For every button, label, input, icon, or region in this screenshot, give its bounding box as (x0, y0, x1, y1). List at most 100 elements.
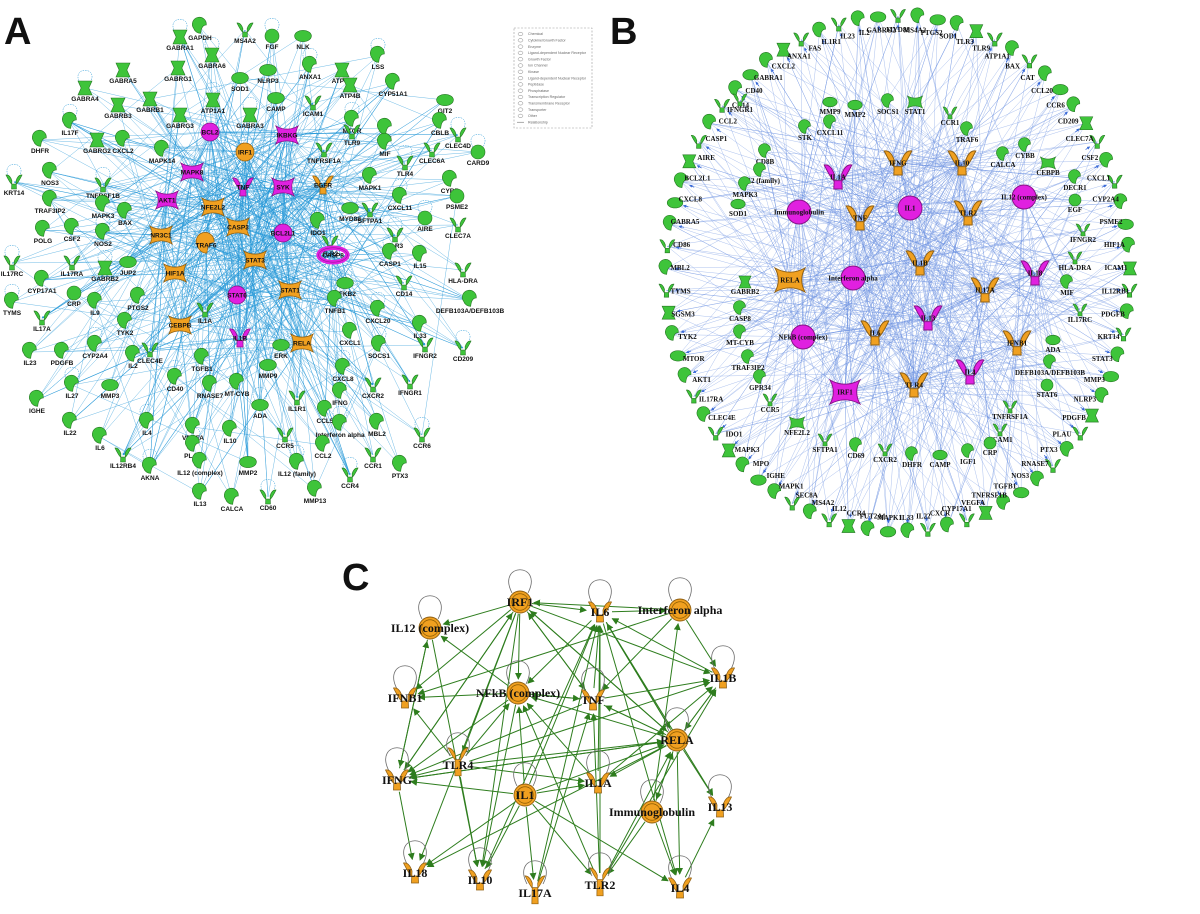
a-node-il1a: IL1A (196, 302, 214, 325)
a-node-label: HLA-DRA (448, 278, 478, 285)
c-edge (590, 713, 601, 874)
b-node-ifnb1: IFNB1 (1002, 330, 1032, 356)
b-node-label: SGSM3 (671, 311, 695, 319)
b-node-tlr3: TLR3 (956, 24, 984, 46)
panel-a-arrow-edge (254, 251, 391, 261)
legend-item: Transcription Regulator (517, 94, 566, 99)
a-node-label: GABRB3 (104, 113, 132, 120)
b-node-label: CASP1 (705, 135, 727, 143)
legend-swatch (517, 32, 524, 37)
b-node-ccr4: CCR4 (841, 509, 866, 533)
b-node-stat3: STAT3 (1092, 346, 1125, 363)
a-node-label: CASP3 (227, 225, 249, 232)
c-edge (537, 712, 591, 882)
c-edge (604, 677, 711, 699)
panel-b-arrow-edge (678, 225, 685, 229)
b-node-bax: BAX (1005, 54, 1038, 70)
b-node-label: IL1A (830, 174, 846, 182)
b-node-tgfb1: TGFB1 (994, 483, 1030, 499)
panel-a-arrow-edge (124, 134, 288, 323)
panel-a-self-loop (172, 19, 188, 33)
b-node-egf: EGF (1068, 193, 1082, 214)
c-edge (537, 624, 599, 882)
b-node-cd69: CD69 (847, 437, 865, 460)
panel-b-arrow-edge (1107, 204, 1113, 208)
b-node-cxcl1: CXCL1 (1087, 174, 1123, 189)
c-edge (469, 738, 664, 765)
a-node-nlrp3: NLRP3 (257, 64, 279, 85)
a-node-erk: ERK (272, 339, 290, 360)
b-node-akt1: AKT1 (677, 367, 711, 384)
b-node-label: NFE2L2 (784, 429, 810, 437)
a-node-label: IL10 (223, 438, 236, 445)
b-node-label: MT-CYB (726, 339, 754, 347)
a-node-label: CXCL1 (339, 340, 361, 347)
panel-a-self-loop (197, 292, 213, 306)
a-node-fgf: FGF (264, 28, 280, 51)
b-node-label: IL13 (921, 315, 936, 323)
panel-a-arrow-edge (174, 272, 421, 326)
c-node-immunoglobulin: Immunoglobulin (609, 800, 695, 824)
a-node-label: SOD1 (231, 86, 249, 93)
b-node-label: CAMP (930, 461, 952, 469)
a-node-label: ATP1A1 (201, 108, 226, 115)
c-self-loop (581, 667, 605, 692)
b-node-ccl2: CCL2 (702, 113, 737, 130)
panel-b-arrow-edge (696, 165, 702, 169)
panel-a-arrow-edge (199, 342, 303, 494)
b-node-label: SOD1 (939, 33, 957, 41)
b-node-label: HIF1A (1104, 241, 1125, 249)
a-node-label: CCL5 (317, 418, 334, 425)
a-node-label: MAPK1 (359, 185, 382, 192)
panel-a-arrow-edge (160, 186, 244, 236)
a-node-label: JUP2 (120, 270, 137, 277)
a-node-mapk1: MAPK1 (359, 166, 382, 192)
panel-a-arrow-edge (149, 244, 207, 351)
b-node-tlr4: TLR4 (899, 372, 929, 398)
panel-a-arrow-edge (244, 65, 311, 153)
panel-a-arrow-edge (236, 294, 336, 302)
panel-b-arrow-edge (1075, 128, 1080, 133)
legend-item: Other (517, 113, 538, 118)
panel-b-arrow-edge (1005, 57, 1009, 63)
c-self-loop (403, 840, 427, 865)
panel-a-arrow-edge (322, 184, 426, 346)
a-node-label: IL23 (23, 360, 36, 367)
b-node-ada: ADA (1045, 334, 1061, 354)
a-node-gabrg3: GABRG3 (166, 107, 194, 130)
a-node-socs1: SOCS1 (368, 334, 390, 360)
c-node-il10: IL10 (468, 869, 492, 891)
b-node-ccr6: CCR6 (1046, 96, 1081, 112)
legend-label: Transmembrane Receptor (528, 102, 571, 106)
c-node-inner-ring (671, 601, 689, 619)
panel-a-self-loop (205, 82, 221, 96)
a-node-label: IL27 (65, 393, 78, 400)
legend-label: Cytokine/Growth Factor (528, 39, 567, 43)
b-node-label: STAT3 (1092, 355, 1113, 363)
b-node-label: IL1 (905, 205, 916, 213)
b-node-tnfrsf1b: TNFRSF1B (972, 492, 1010, 510)
c-node-label: IL1 (516, 788, 535, 802)
a-node-akna: AKNA (141, 456, 160, 482)
a-node-label: GABRA4 (71, 96, 99, 103)
a-node-mmp13: MMP13 (304, 479, 327, 505)
b-node-gabrg2: GABRG2 (867, 11, 897, 35)
b-node-label: IL12 (complex) (1001, 194, 1047, 202)
panel-b-arrow-edge (858, 28, 862, 34)
legend-label: Ligand-dependent Nuclear Receptor (528, 76, 587, 80)
b-node-label: GABRG2 (867, 27, 897, 35)
a-node-label: CXCR2 (362, 393, 384, 400)
b-node-label: ADA (1045, 346, 1060, 354)
b-node-mbl2: MBL2 (658, 259, 690, 275)
a-node-label: CD209 (453, 356, 474, 363)
b-node-ccr1: CCR1 (941, 106, 960, 127)
panel-a-self-loop (275, 215, 291, 229)
a-node-label: CCL2 (315, 453, 332, 460)
a-node-label: LSS (372, 64, 385, 71)
b-node-label: RNASE7 (1021, 460, 1049, 468)
a-node-label: IL1A (198, 318, 212, 325)
b-node-crp: CRP (983, 436, 998, 457)
a-node-label: TGFB1 (191, 366, 213, 373)
b-node-label: DHFR (902, 461, 923, 469)
